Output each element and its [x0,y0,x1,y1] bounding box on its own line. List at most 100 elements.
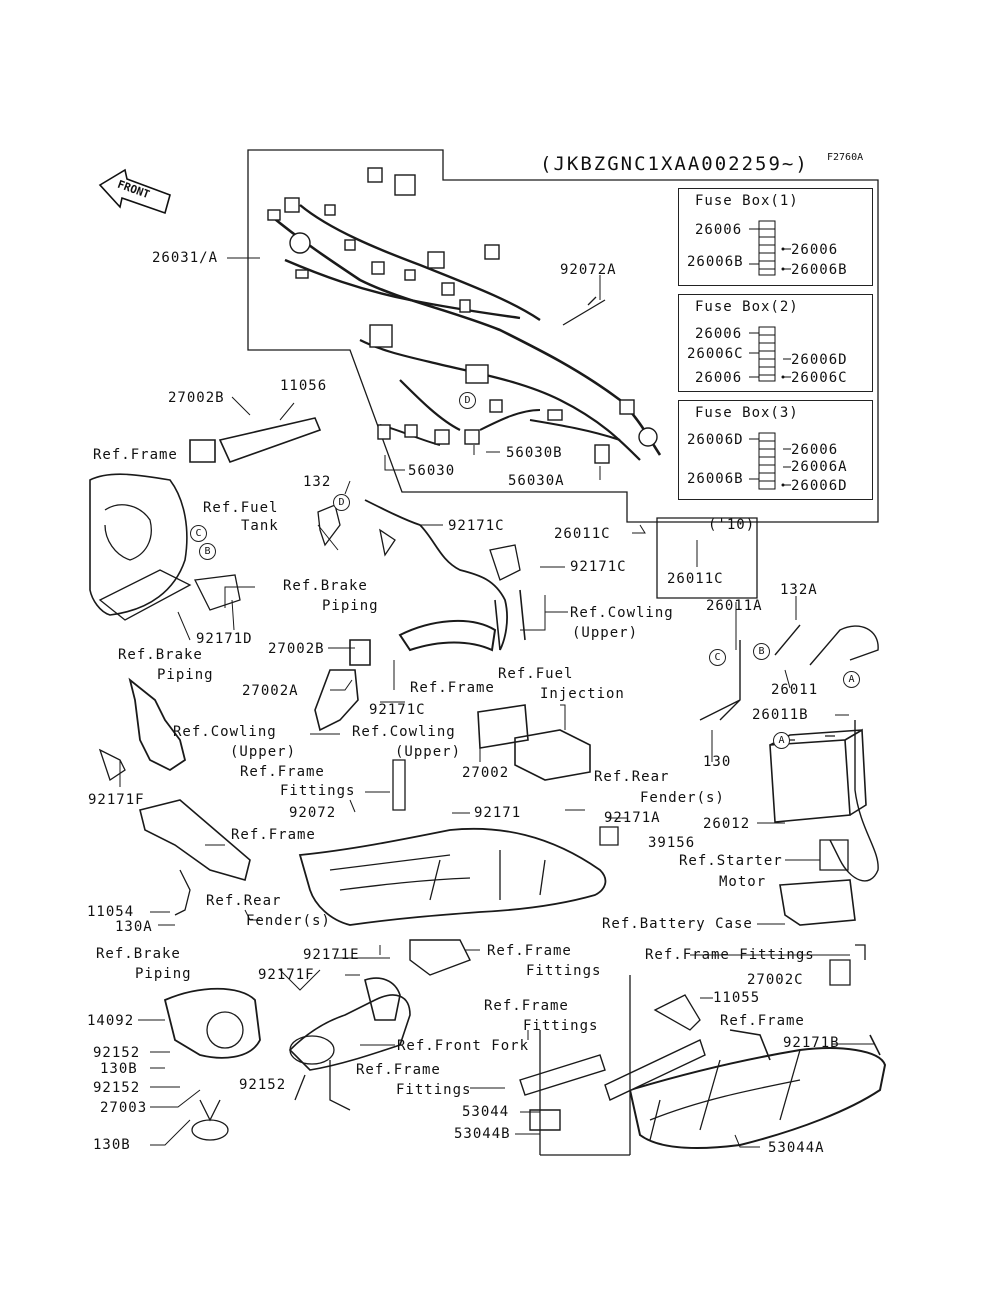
part-label: 92072A [560,262,617,278]
leader-lines [119,257,875,1148]
ref-label: Fittings [280,783,356,799]
ref-label: Ref.Fuel [498,666,574,682]
fuse-label: 26006 [791,242,839,258]
part-label: 27002 [462,765,510,781]
ref-label: Ref.Brake [96,946,181,962]
front-arrow-icon [98,168,171,215]
fuse-label: 26006 [695,222,743,238]
part-label: 92171C [570,559,627,575]
ref-label: Fender(s) [640,790,725,806]
fuse-label: 26006A [791,459,848,475]
ref-label: Ref.Cowling [173,724,277,740]
fuse-label: 26006B [791,262,848,278]
fuse-label: 26006 [695,326,743,342]
ref-label: Motor [719,874,767,890]
fuse-label: 26006C [791,370,848,386]
fuse-label: 26006 [695,370,743,386]
ref-label: Ref.Rear [594,769,670,785]
part-label: 39156 [648,835,696,851]
ref-label: Piping [135,966,192,982]
year-note-box [656,517,758,599]
figure-code: F2760A [827,152,864,163]
fuse-box-title: Fuse Box(3) [695,405,799,421]
part-label: 26011 [771,682,819,698]
ref-circle-d: D [459,392,476,409]
part-label: 92171F [88,792,145,808]
ref-label: Ref.Frame [410,680,495,696]
ref-circle-c: C [190,525,207,542]
fuse-label: 26006B [687,471,744,487]
part-label: 27002C [747,972,804,988]
part-label: 53044B [454,1126,511,1142]
part-label: 92171D [196,631,253,647]
part-label: 130B [100,1061,138,1077]
ref-circle-a: A [843,671,860,688]
ref-label: Ref.Front Fork [397,1038,530,1054]
ref-circle-d: D [333,494,350,511]
part-label: 26011B [752,707,809,723]
part-label: 27003 [100,1100,148,1116]
part-label: 92152 [93,1045,141,1061]
part-label: 132 [303,474,332,490]
part-label: 92171B [783,1035,840,1051]
ref-circle-b: B [199,543,216,560]
fuse-box-3: Fuse Box(3) 26006D 26006 26006A 26006B 2… [678,400,873,500]
ref-circle-c: C [709,649,726,666]
part-label: 11056 [280,378,328,394]
part-label: 26011C [667,571,724,587]
model-range-header: (JKBZGNC1XAA002259~) [540,153,809,175]
part-label: 11054 [87,904,135,920]
part-label: 26011C [554,526,611,542]
part-label: 26011A [706,598,763,614]
fuse-box-title: Fuse Box(2) [695,299,799,315]
part-label: 14092 [87,1013,135,1029]
harness-group-outline [247,149,879,523]
ref-label: (Upper) [395,744,462,760]
part-label: 132A [780,582,818,598]
part-label: 92152 [239,1077,287,1093]
ref-label: Ref.Frame [231,827,316,843]
year-note: ('10) [708,517,756,533]
part-label: 27002B [168,390,225,406]
ref-label: Tank [241,518,279,534]
part-label: 92152 [93,1080,141,1096]
ref-label: (Upper) [230,744,297,760]
fuse-label: 26006D [791,352,848,368]
part-label: 27002A [242,683,299,699]
ref-label: Piping [157,667,214,683]
rear-fender-undertray [298,827,607,926]
fuse-box-2: Fuse Box(2) 26006 26006C 26006D 26006 26… [678,294,873,392]
ref-label: Ref.Brake [283,578,368,594]
front-direction-badge: FRONT [95,165,175,225]
part-label: 11055 [713,990,761,1006]
ref-label: Ref.Rear [206,893,282,909]
ref-label: Fittings [523,1018,599,1034]
fuse-label: 26006C [687,346,744,362]
part-label: 92171C [369,702,426,718]
fuse-label: 26006D [687,432,744,448]
part-label: 53044A [768,1140,825,1156]
ref-label: Ref.Cowling [570,605,674,621]
part-label: 26031/A [152,250,219,266]
part-label: 130 [703,754,732,770]
ref-label: Fittings [396,1082,472,1098]
ref-label: Ref.Frame [240,764,325,780]
ref-label: Ref.Frame [720,1013,805,1029]
ref-label: Ref.Battery Case [602,916,753,932]
ref-label: Piping [322,598,379,614]
ref-label: (Upper) [572,625,639,641]
part-label: 92171E [303,947,360,963]
ref-label: Ref.Cowling [352,724,456,740]
fuse-box-title: Fuse Box(1) [695,193,799,209]
ref-circle-a: A [773,732,790,749]
ref-label: Fender(s) [246,913,331,929]
wiring-harness [269,214,662,456]
ref-label: Ref.Frame Fittings [645,947,815,963]
part-label: 56030 [408,463,456,479]
part-label: 56030A [508,473,565,489]
battery [769,728,867,823]
fuse-label: 26006B [687,254,744,270]
fuse-label: 26006 [791,442,839,458]
part-label: 26012 [703,816,751,832]
